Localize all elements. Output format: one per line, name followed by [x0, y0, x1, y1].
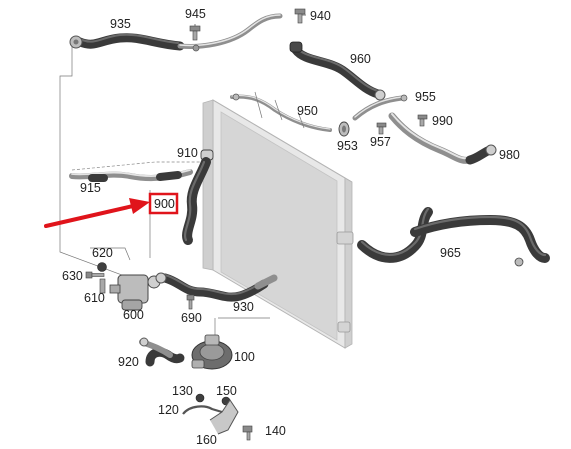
part-950-pipe-bracket [230, 91, 332, 132]
part-labels: 935 945 940 960 955 950 990 953 957 980 … [62, 7, 520, 447]
part-900-hose [182, 157, 211, 245]
part-957-bolt [376, 122, 387, 135]
label-920: 920 [118, 355, 139, 369]
part-935-hose [69, 13, 283, 52]
part-955-pipe [352, 94, 408, 121]
part-630-bolt [85, 271, 105, 279]
part-600-valve [109, 274, 161, 311]
part-990-bolt [417, 114, 428, 127]
label-945: 945 [185, 7, 206, 21]
part-160-bracket [209, 399, 239, 435]
part-620-nut [97, 262, 107, 272]
label-980: 980 [499, 148, 520, 162]
part-940-bolt [294, 8, 306, 24]
part-980-pipe [388, 112, 497, 165]
label-100: 100 [234, 350, 255, 364]
label-160: 160 [196, 433, 217, 447]
label-940: 940 [310, 9, 331, 23]
label-150: 150 [216, 384, 237, 398]
part-915-pipe [69, 169, 193, 182]
part-965-hose [357, 207, 550, 267]
label-955: 955 [415, 90, 436, 104]
label-950: 950 [297, 104, 318, 118]
part-690-bolt [186, 294, 195, 310]
part-945-bolt [189, 24, 201, 41]
label-610: 610 [84, 291, 105, 305]
part-930-hose [155, 272, 278, 302]
label-140: 140 [265, 424, 286, 438]
part-100-pump [191, 334, 233, 370]
label-915: 915 [80, 181, 101, 195]
label-910: 910 [177, 146, 198, 160]
part-130-clip [195, 393, 205, 403]
label-960: 960 [350, 52, 371, 66]
label-953: 953 [337, 139, 358, 153]
part-120-bracket [182, 405, 223, 415]
label-990: 990 [432, 114, 453, 128]
highlight-arrow [44, 198, 150, 228]
label-120: 120 [158, 403, 179, 417]
label-900: 900 [154, 197, 175, 211]
label-620: 620 [92, 246, 113, 260]
part-953-clamp [338, 121, 350, 137]
label-630: 630 [62, 269, 83, 283]
part-610-bolt [99, 278, 106, 294]
part-920-hose [139, 337, 185, 367]
label-690: 690 [181, 311, 202, 325]
radiator [202, 99, 354, 349]
label-930: 930 [233, 300, 254, 314]
label-130: 130 [172, 384, 193, 398]
part-960-hose [289, 41, 386, 101]
label-957: 957 [370, 135, 391, 149]
label-600: 600 [123, 308, 144, 322]
part-140-bolt [242, 425, 253, 441]
highlight-box [148, 192, 179, 215]
label-965: 965 [440, 246, 461, 260]
label-935: 935 [110, 17, 131, 31]
